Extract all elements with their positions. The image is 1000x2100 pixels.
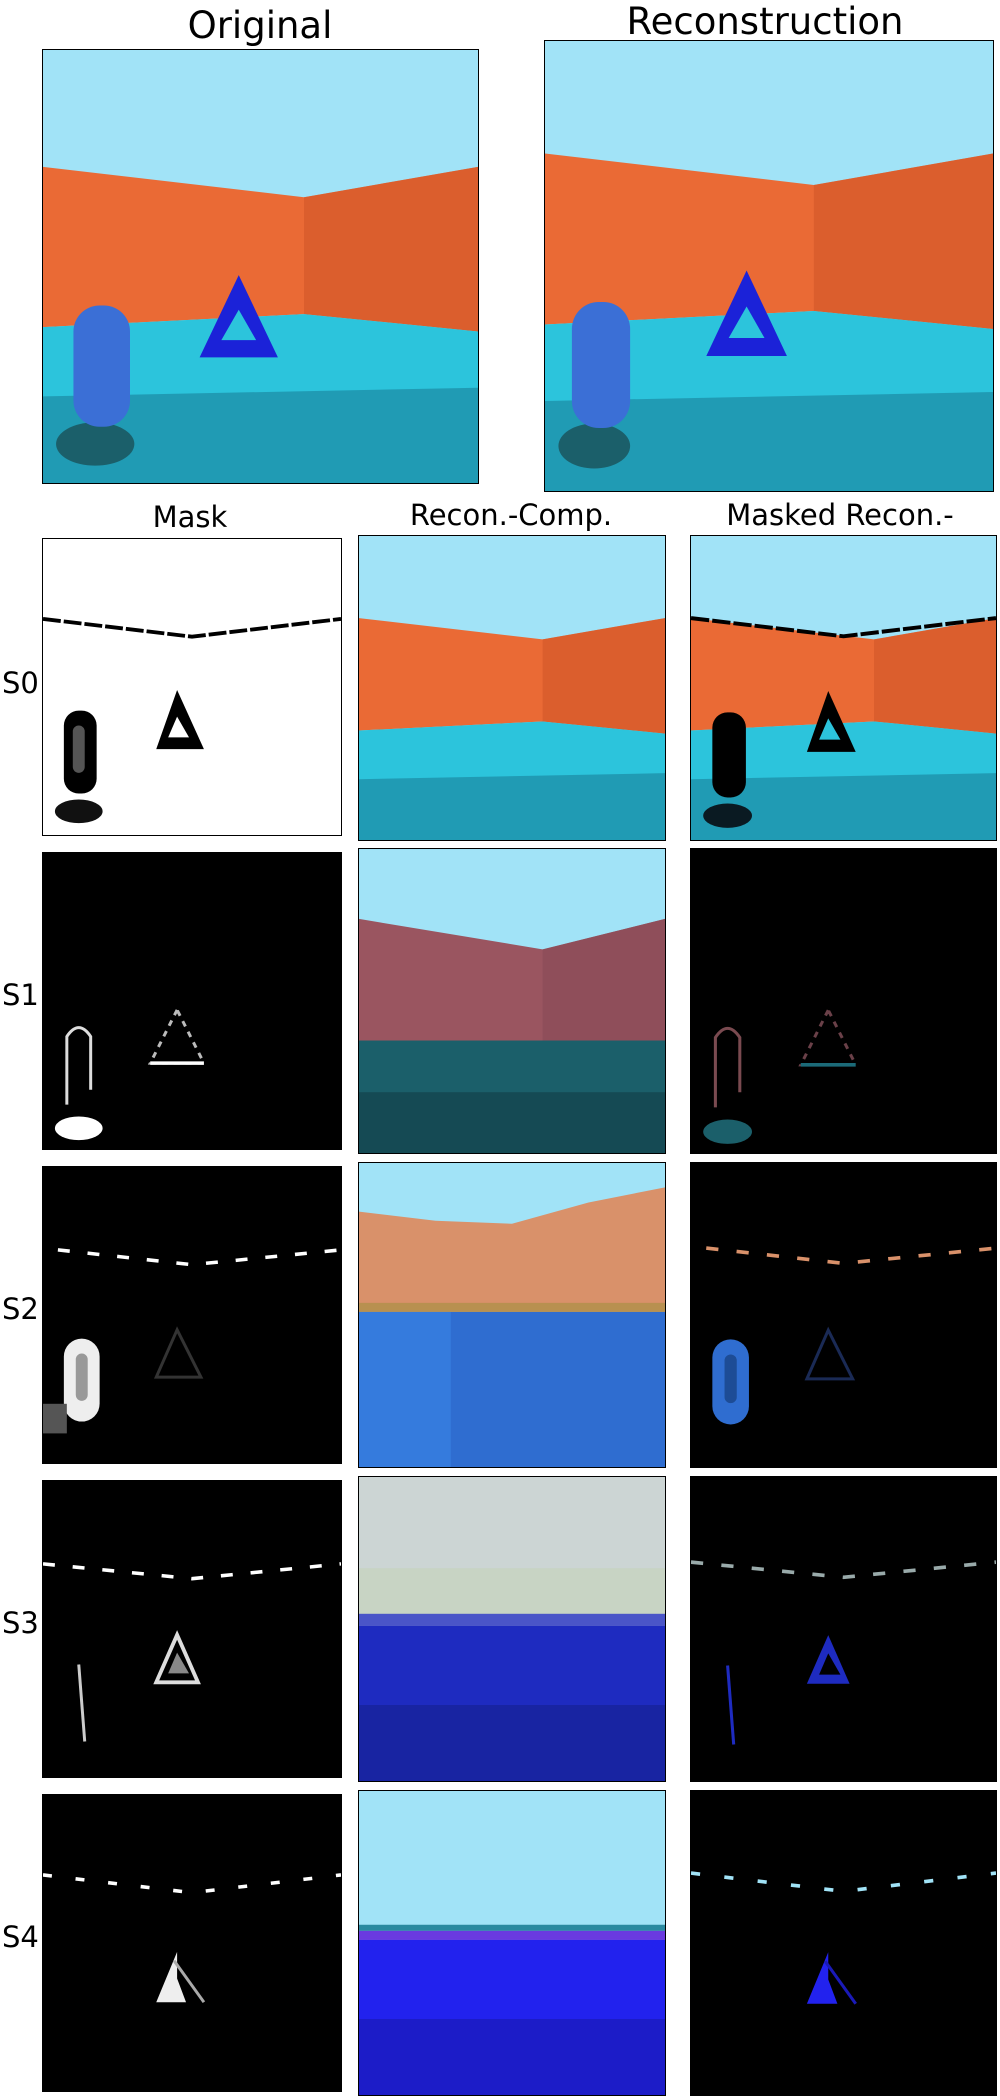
s3-masked-recon-comp bbox=[690, 1476, 997, 1782]
s4-mask bbox=[42, 1794, 342, 2092]
original-title: Original bbox=[187, 4, 333, 47]
slot-label-s1: S1 bbox=[2, 978, 39, 1012]
s0-masked-recon-comp bbox=[690, 535, 997, 841]
slot-label-s2: S2 bbox=[2, 1292, 39, 1326]
s1-masked-recon-comp bbox=[690, 848, 997, 1154]
mask-column-title: Mask bbox=[152, 500, 228, 534]
original-image bbox=[42, 49, 479, 484]
reconstruction-image bbox=[544, 40, 994, 492]
slot-label-s0: S0 bbox=[2, 666, 39, 700]
s4-masked-recon-comp bbox=[690, 1790, 997, 2096]
slot-label-s3: S3 bbox=[2, 1606, 39, 1640]
s0-recon-comp bbox=[358, 535, 666, 841]
recon-comp-column-title: Recon.-Comp. bbox=[409, 498, 613, 532]
s1-mask bbox=[42, 852, 342, 1150]
slot-label-s4: S4 bbox=[2, 1920, 39, 1954]
reconstruction-title: Reconstruction bbox=[626, 0, 904, 43]
s3-mask bbox=[42, 1480, 342, 1778]
s4-recon-comp bbox=[358, 1790, 666, 2096]
s3-recon-comp bbox=[358, 1476, 666, 1782]
s1-recon-comp bbox=[358, 848, 666, 1154]
s2-masked-recon-comp bbox=[690, 1162, 997, 1468]
s0-mask bbox=[42, 538, 342, 836]
s2-mask bbox=[42, 1166, 342, 1464]
s2-recon-comp bbox=[358, 1162, 666, 1468]
